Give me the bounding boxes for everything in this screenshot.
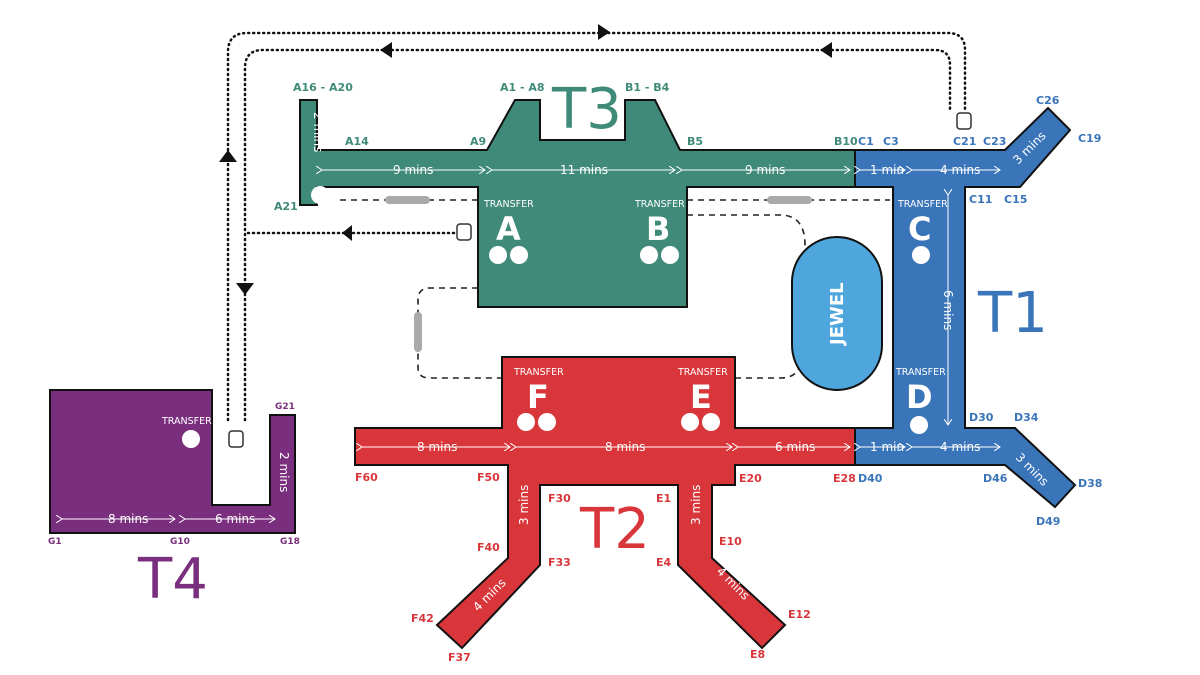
svg-text:A9: A9 <box>470 135 486 148</box>
svg-text:TRANSFER: TRANSFER <box>161 416 212 427</box>
transfer-service-icon <box>182 186 930 448</box>
svg-text:F40: F40 <box>477 541 500 554</box>
svg-text:1 min: 1 min <box>870 440 904 454</box>
svg-text:C15: C15 <box>1004 193 1027 206</box>
svg-text:E28: E28 <box>833 472 856 485</box>
svg-text:TRANSFER: TRANSFER <box>634 199 685 210</box>
svg-text:G18: G18 <box>280 537 300 547</box>
svg-text:E12: E12 <box>788 608 811 621</box>
svg-text:6 mins: 6 mins <box>941 290 955 330</box>
svg-text:F30: F30 <box>548 492 571 505</box>
bus-icon <box>228 112 972 448</box>
svg-text:8 mins: 8 mins <box>108 512 148 526</box>
svg-text:D30: D30 <box>969 411 994 424</box>
svg-text:G21: G21 <box>275 402 295 412</box>
svg-text:E4: E4 <box>656 556 672 569</box>
svg-text:F42: F42 <box>411 612 434 625</box>
svg-text:4 mins: 4 mins <box>940 440 980 454</box>
shuttle-bus-route <box>226 31 967 422</box>
svg-text:E10: E10 <box>719 535 742 548</box>
terminal-3-title: T3 <box>551 77 622 142</box>
svg-text:11 mins: 11 mins <box>560 163 608 177</box>
gate-labels-t2: F60 F50 E20 E28 F30 E1 F40 E10 F33 E4 F4… <box>355 471 856 664</box>
svg-text:2 mins: 2 mins <box>277 452 291 492</box>
svg-text:D49: D49 <box>1036 515 1060 528</box>
gate-labels-t3: A16 - A20 A1 - A8 B1 - B4 A14 A9 B5 B10 … <box>274 81 858 213</box>
svg-text:C3: C3 <box>883 135 899 148</box>
svg-text:A14: A14 <box>345 135 369 148</box>
svg-text:F60: F60 <box>355 471 378 484</box>
svg-text:D46: D46 <box>983 472 1008 485</box>
svg-text:A1 - A8: A1 - A8 <box>500 81 545 94</box>
transfer-area-c: C <box>908 210 931 248</box>
svg-text:B5: B5 <box>687 135 703 148</box>
transfer-area-b: B <box>646 210 670 248</box>
svg-text:9 mins: 9 mins <box>745 163 785 177</box>
svg-text:4 mins: 4 mins <box>940 163 980 177</box>
svg-text:8 mins: 8 mins <box>605 440 645 454</box>
walk-time-arrows <box>62 170 1000 519</box>
terminal-3-area[interactable] <box>299 99 856 308</box>
svg-text:C26: C26 <box>1036 94 1060 107</box>
terminal-4-area[interactable] <box>49 389 296 534</box>
terminal-1-title: T1 <box>977 281 1048 346</box>
transfer-area-f: F <box>527 378 549 416</box>
svg-text:E1: E1 <box>656 492 671 505</box>
svg-text:6 mins: 6 mins <box>775 440 815 454</box>
svg-text:2 mins: 2 mins <box>311 112 325 152</box>
svg-text:C19: C19 <box>1078 132 1101 145</box>
svg-text:9 mins: 9 mins <box>393 163 433 177</box>
svg-text:A21: A21 <box>274 200 298 213</box>
jewel-label: JEWEL <box>827 282 848 347</box>
terminal-2-title: T2 <box>579 497 650 562</box>
svg-text:TRANSFER: TRANSFER <box>513 367 564 378</box>
svg-text:C23: C23 <box>983 135 1006 148</box>
terminal-2-area[interactable] <box>354 356 856 650</box>
terminal-1-area[interactable] <box>854 106 1077 509</box>
transfer-area-d: D <box>906 378 933 416</box>
svg-text:TRANSFER: TRANSFER <box>895 367 946 378</box>
svg-text:G1: G1 <box>48 537 62 547</box>
jewel-building[interactable] <box>791 236 883 391</box>
svg-text:G10: G10 <box>170 537 190 547</box>
svg-text:D38: D38 <box>1078 477 1102 490</box>
gate-labels-t1: C1 C3 C21 C23 C26 C19 C11 C15 D30 D34 D4… <box>858 94 1102 528</box>
svg-text:A16 - A20: A16 - A20 <box>293 81 353 94</box>
svg-text:B10: B10 <box>834 135 858 148</box>
transfer-area-e: E <box>690 378 712 416</box>
svg-text:TRANSFER: TRANSFER <box>483 199 534 210</box>
svg-text:F33: F33 <box>548 556 571 569</box>
svg-text:6 mins: 6 mins <box>215 512 255 526</box>
svg-text:TRANSFER: TRANSFER <box>897 199 948 210</box>
svg-text:B1 - B4: B1 - B4 <box>625 81 670 94</box>
svg-text:C11: C11 <box>969 193 992 206</box>
svg-text:D40: D40 <box>858 472 883 485</box>
svg-text:E8: E8 <box>750 648 765 661</box>
svg-text:TRANSFER: TRANSFER <box>677 367 728 378</box>
svg-text:E20: E20 <box>739 472 762 485</box>
transfer-area-a: A <box>496 210 521 248</box>
svg-text:3 mins: 3 mins <box>689 485 703 525</box>
svg-text:C21: C21 <box>953 135 976 148</box>
terminal-4-title: T4 <box>137 547 208 612</box>
svg-text:D34: D34 <box>1014 411 1039 424</box>
gate-labels-t4: G21 G1 G10 G18 <box>48 402 300 547</box>
svg-text:F50: F50 <box>477 471 500 484</box>
svg-text:3 mins: 3 mins <box>517 485 531 525</box>
svg-text:F37: F37 <box>448 651 471 664</box>
svg-text:C1: C1 <box>858 135 874 148</box>
route-arrow-icon <box>219 24 832 295</box>
svg-text:1 min: 1 min <box>870 163 904 177</box>
svg-text:8 mins: 8 mins <box>417 440 457 454</box>
